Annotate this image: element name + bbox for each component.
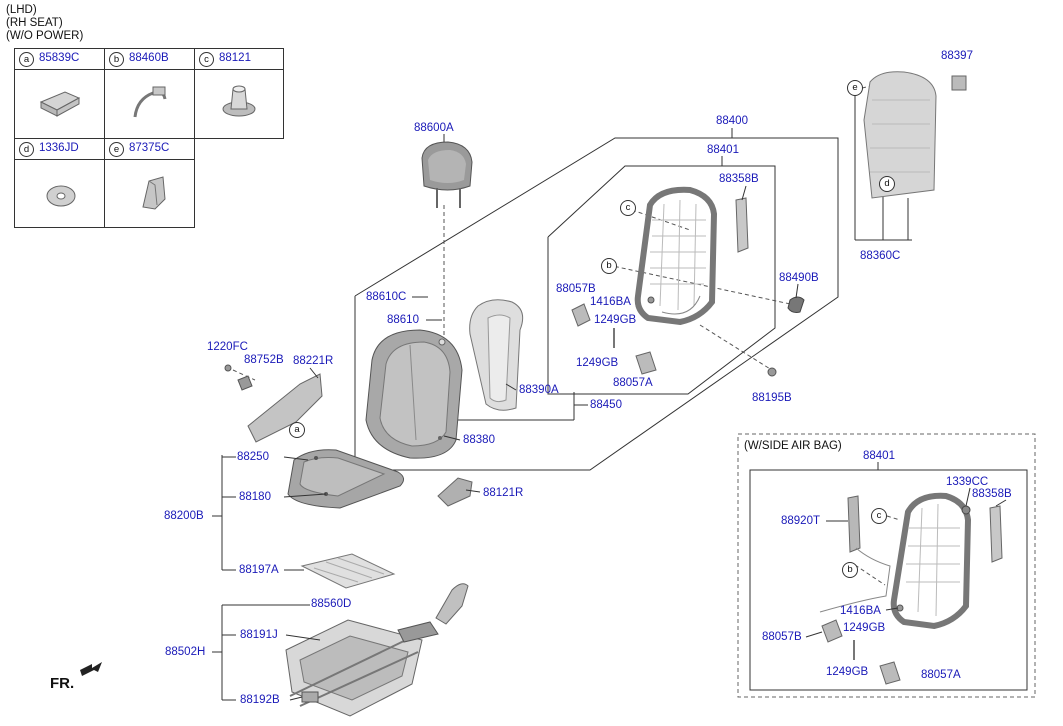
part-label-88401[interactable]: 88401 — [707, 144, 739, 156]
bracket-icon — [142, 176, 166, 210]
part-label-88397[interactable]: 88397 — [941, 50, 973, 62]
airbag-part-label-88401[interactable]: 88401 — [863, 450, 895, 462]
airbag-part-label-1249GB-lower[interactable]: 1249GB — [826, 666, 869, 678]
legend-cell-e: e 87375C — [104, 138, 195, 228]
part-label-88380[interactable]: 88380 — [463, 434, 495, 446]
callout-e: e — [847, 80, 863, 96]
legend-key-d: d — [19, 142, 34, 157]
callout-c: c — [620, 200, 636, 216]
legend-code-e[interactable]: 87375C — [129, 142, 170, 154]
seat-track-drawing — [285, 583, 469, 717]
part-label-1416BA[interactable]: 1416BA — [590, 296, 631, 308]
trim-cover-drawing — [437, 477, 473, 507]
airbag-part-label-88057A[interactable]: 88057A — [921, 669, 961, 681]
back-pad-drawing — [469, 299, 524, 411]
legend-key-a: a — [19, 52, 34, 67]
part-label-88195B[interactable]: 88195B — [752, 392, 792, 404]
part-label-88610C[interactable]: 88610C — [366, 291, 407, 303]
front-direction-label: FR. — [50, 675, 75, 692]
legend-code-b[interactable]: 88460B — [129, 52, 169, 64]
callout-a: a — [289, 422, 305, 438]
part-label-88502H[interactable]: 88502H — [165, 646, 206, 658]
front-arrow-icon — [80, 662, 102, 676]
part-label-1249GB-lower[interactable]: 1249GB — [576, 357, 619, 369]
legend-key-c: c — [199, 52, 214, 67]
seat-mat-drawing — [300, 553, 396, 589]
airbag-part-label-1249GB[interactable]: 1249GB — [843, 622, 886, 634]
callout-c-airbag: c — [871, 508, 887, 524]
back-frame-subgroup — [547, 165, 776, 395]
part-label-88057B[interactable]: 88057B — [556, 283, 596, 295]
side-cover-drawing — [224, 364, 323, 443]
seat-back-panel-drawing — [863, 71, 967, 199]
side-airbag-variant-frame — [737, 433, 1036, 698]
part-label-88192B[interactable]: 88192B — [240, 694, 280, 706]
part-label-1220FC[interactable]: 1220FC — [207, 341, 248, 353]
variant-note-rh-seat: (RH SEAT) — [6, 17, 63, 29]
seat-back-drawing — [365, 329, 463, 459]
side-airbag-subgroup-frame — [749, 469, 1028, 691]
part-label-88400[interactable]: 88400 — [716, 115, 748, 127]
side-airbag-title: (W/SIDE AIR BAG) — [744, 440, 842, 452]
part-label-88450[interactable]: 88450 — [590, 399, 622, 411]
legend-code-a[interactable]: 85839C — [39, 52, 80, 64]
callout-b: b — [601, 258, 617, 274]
airbag-part-label-88920T[interactable]: 88920T — [781, 515, 821, 527]
legend-code-c[interactable]: 88121 — [219, 52, 251, 64]
part-label-88752B[interactable]: 88752B — [244, 354, 284, 366]
legend-cell-c: c 88121 — [194, 48, 284, 139]
variant-note-wo-power: (W/O POWER) — [6, 30, 84, 42]
legend-key-b: b — [109, 52, 124, 67]
legend-key-e: e — [109, 142, 124, 157]
legend-code-d[interactable]: 1336JD — [39, 142, 79, 154]
part-label-88057A[interactable]: 88057A — [613, 377, 653, 389]
wire-hook-icon — [133, 86, 167, 118]
part-label-88197A[interactable]: 88197A — [239, 564, 279, 576]
legend-table: a 85839C b 88460B c 88121 — [14, 48, 284, 228]
part-label-88390A[interactable]: 88390A — [519, 384, 559, 396]
washer-icon — [46, 185, 76, 207]
callout-d: d — [879, 176, 895, 192]
airbag-part-label-1339CC[interactable]: 1339CC — [946, 476, 989, 488]
variant-note-lhd: (LHD) — [6, 4, 37, 16]
part-label-88200B[interactable]: 88200B — [164, 510, 204, 522]
part-label-88560D[interactable]: 88560D — [311, 598, 352, 610]
seat-cushion-drawing — [287, 449, 404, 509]
part-label-88121R[interactable]: 88121R — [483, 487, 524, 499]
back-frame-drawing — [571, 186, 805, 377]
airbag-part-label-1416BA[interactable]: 1416BA — [840, 605, 881, 617]
part-label-88610[interactable]: 88610 — [387, 314, 419, 326]
clip-icon — [39, 91, 81, 117]
part-label-88250[interactable]: 88250 — [237, 451, 269, 463]
part-label-88180[interactable]: 88180 — [239, 491, 271, 503]
part-label-1249GB[interactable]: 1249GB — [594, 314, 637, 326]
part-label-88358B[interactable]: 88358B — [719, 173, 759, 185]
part-label-88221R[interactable]: 88221R — [293, 355, 334, 367]
grommet-icon — [222, 85, 256, 117]
part-label-88191J[interactable]: 88191J — [240, 629, 278, 641]
airbag-part-label-88057B[interactable]: 88057B — [762, 631, 802, 643]
part-label-88490B[interactable]: 88490B — [779, 272, 819, 284]
airbag-part-label-88358B[interactable]: 88358B — [972, 488, 1012, 500]
headrest-drawing — [421, 141, 473, 208]
part-label-88600A[interactable]: 88600A — [414, 122, 454, 134]
callout-b-airbag: b — [842, 562, 858, 578]
side-airbag-frame-drawing — [819, 492, 1003, 685]
part-label-88360C[interactable]: 88360C — [860, 250, 901, 262]
